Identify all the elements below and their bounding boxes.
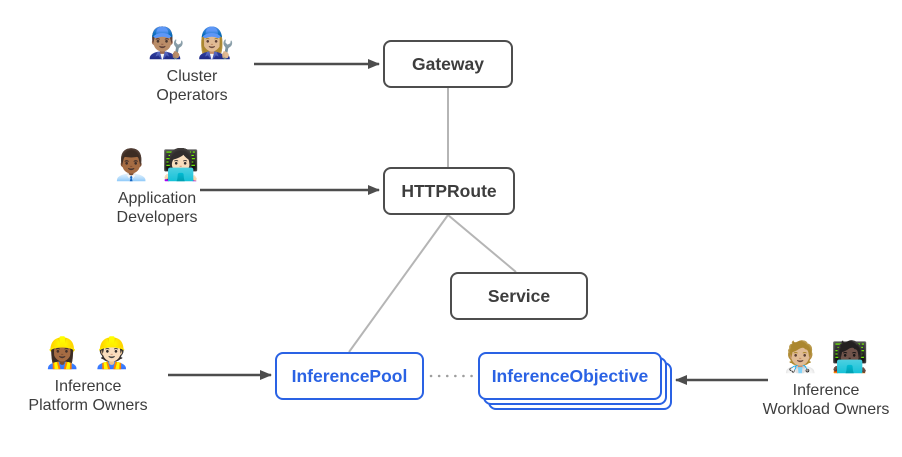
cluster-operators-label-line2: Operators xyxy=(156,87,228,104)
inferencepool-node-label: InferencePool xyxy=(291,365,408,386)
edge-httproute-inferencepool xyxy=(348,214,449,353)
cluster-operators-emoji-icon: 👨🏽‍🔧 👩🏼‍🔧 xyxy=(147,27,237,60)
gateway-node: Gateway xyxy=(383,40,513,88)
inference-platform-owners-label-line1: Inference xyxy=(54,378,122,395)
httproute-node: HTTPRoute xyxy=(383,167,515,215)
edge-httproute-service xyxy=(447,214,517,273)
inference-workload-owners-emoji-icon: 🧑🏼‍⚕️ 🧑🏿‍💻 xyxy=(781,341,871,374)
application-developers-label: Application Developers xyxy=(72,189,242,227)
inferenceobjective-node-stack: InferenceObjective xyxy=(478,352,672,410)
inferencepool-node: InferencePool xyxy=(275,352,424,400)
persona-cluster-operators: 👨🏽‍🔧 👩🏼‍🔧 Cluster Operators xyxy=(107,24,277,105)
inference-workload-owners-label: Inference Workload Owners xyxy=(741,381,902,419)
gateway-node-label: Gateway xyxy=(412,53,484,74)
inference-platform-owners-label-line2: Platform Owners xyxy=(28,397,148,414)
persona-inference-workload-owners: 🧑🏼‍⚕️ 🧑🏿‍💻 Inference Workload Owners xyxy=(741,338,902,419)
inference-workload-owners-label-line2: Workload Owners xyxy=(762,401,890,418)
application-developers-label-line2: Developers xyxy=(116,209,198,226)
cluster-operators-label: Cluster Operators xyxy=(107,67,277,105)
service-node-label: Service xyxy=(487,285,551,306)
cluster-operators-label-line1: Cluster xyxy=(166,68,218,85)
service-node: Service xyxy=(450,272,588,320)
inferenceobjective-node-label: InferenceObjective xyxy=(491,365,649,386)
inference-platform-owners-label: Inference Platform Owners xyxy=(3,377,173,415)
application-developers-label-line1: Application xyxy=(117,190,197,207)
httproute-node-label: HTTPRoute xyxy=(401,180,497,201)
inference-workload-owners-label-line1: Inference xyxy=(792,382,860,399)
persona-application-developers: 👨🏾‍💼 👩🏻‍💻 Application Developers xyxy=(72,146,242,227)
persona-inference-platform-owners: 👷🏾‍♀️ 👷🏻 Inference Platform Owners xyxy=(3,334,173,415)
inferenceobjective-node: InferenceObjective xyxy=(478,352,662,400)
application-developers-emoji-icon: 👨🏾‍💼 👩🏻‍💻 xyxy=(112,149,202,182)
inference-platform-owners-emoji-icon: 👷🏾‍♀️ 👷🏻 xyxy=(43,337,133,370)
